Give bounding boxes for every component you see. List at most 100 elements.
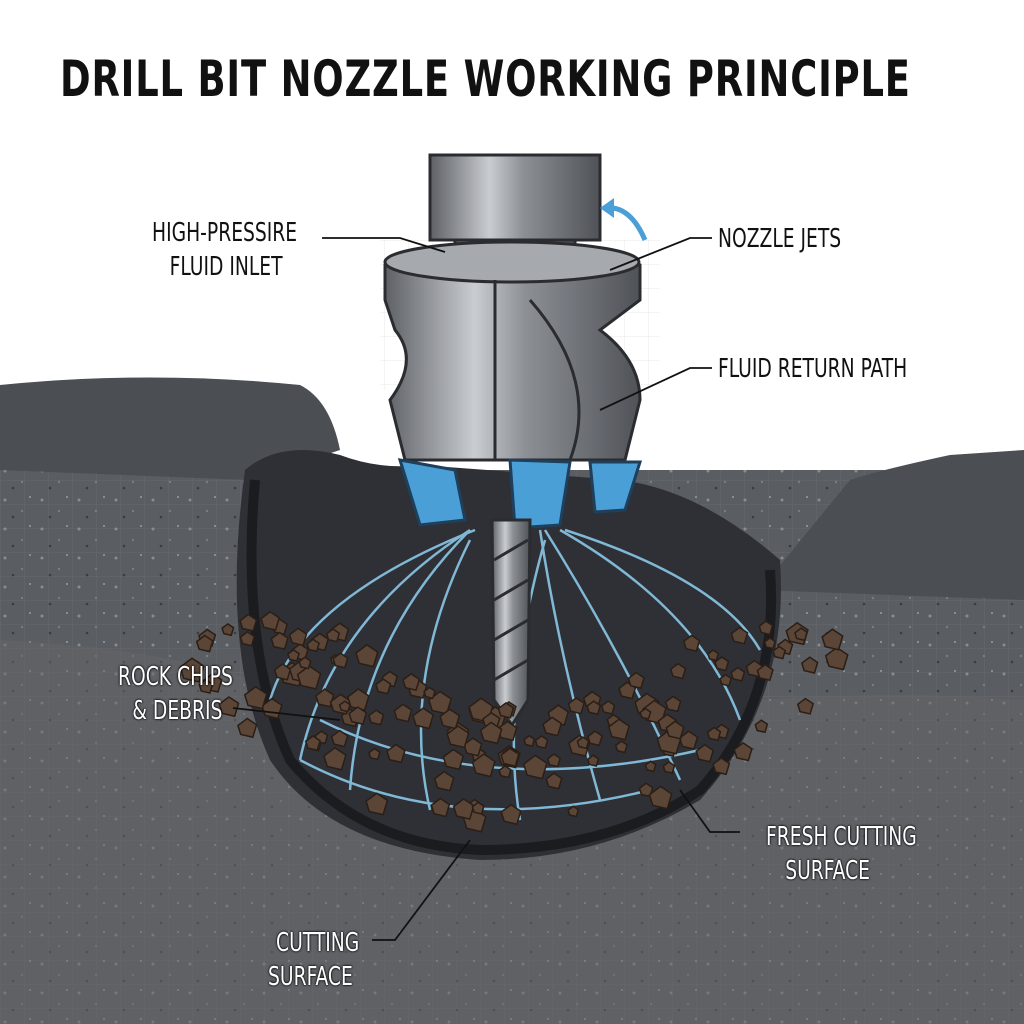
label-rock-chips: ROCK CHIPS & DEBRIS [118,660,233,728]
rock-chip [304,735,321,752]
drill-bit [490,518,532,728]
rock-chip [545,772,563,790]
rock-chip [402,672,421,692]
rock-chip [287,648,300,662]
rock-chip [627,671,645,690]
rock-chip [639,707,652,720]
rock-chip [758,620,774,636]
rock-chip [586,754,600,767]
rock-chip [298,656,312,670]
rock-chip [498,764,512,779]
rock-chip [221,623,235,637]
rock-chip [500,747,520,767]
rock-chip [218,696,240,718]
rock-chip [567,805,580,818]
leader-lines [232,237,740,941]
rock-chip [430,797,451,818]
rock-chip [644,760,657,773]
label-fluid-return-path: FLUID RETURN PATH [718,354,908,384]
rock-chip [586,700,602,716]
rock-chip [682,634,701,652]
rock-chip [600,700,616,715]
rock-chip [273,663,292,681]
rock-chip [452,798,475,820]
rock-chip [665,720,685,740]
rock-chip [614,740,628,754]
rock-chip [306,638,320,653]
rock-chip [325,628,341,643]
rock-chip [546,753,562,768]
rock-chip [534,735,549,749]
rock-chip [198,678,214,694]
label-fresh-line2: SURFACE [785,856,870,886]
rock-chip [712,757,731,776]
rock-upper-right [760,450,1024,600]
rock-chip [662,761,676,774]
rock-upper-left [0,377,340,480]
rock-chip [587,730,603,747]
rock-chip [195,634,214,653]
label-fluid-inlet-line2: FLUID INLET [169,252,283,282]
rock-chip [386,743,406,764]
rock-chip [288,627,308,647]
rock-chip [237,717,258,739]
rock-chip [706,726,722,742]
rock-chip [497,701,515,719]
rock-chip [355,643,379,668]
rock-chip [330,729,349,748]
rock-chip [433,770,455,792]
rock-chip [800,656,819,674]
label-fluid-inlet: HIGH-PRESSIRE FLUID INLET [152,216,297,284]
rock-chip [368,747,381,761]
rock-chip [323,746,347,771]
rock-chip [648,785,673,810]
rock-chip [412,707,435,730]
rock-chip [730,666,746,682]
rock-chip [338,700,351,713]
rock-chip [368,709,385,726]
rock-chip [471,801,485,815]
label-cutting-surface: CUTTING SURFACE [268,926,359,994]
rock-chip [296,665,322,690]
rock-chip [239,613,258,632]
rock-chips [179,610,849,833]
rock-chip [500,803,522,826]
rock-chip [471,753,496,778]
rock-chip [542,716,563,737]
rock-chip [707,649,720,662]
label-fresh-cutting-surface: FRESH CUTTING SURFACE [766,820,917,888]
rock-chip [179,657,205,683]
rock-chip [607,718,631,741]
rock-chip [365,792,389,816]
rock-chip [375,678,392,695]
rock-chip [695,743,715,763]
nozzle-blocks [397,458,643,530]
rock-chip [576,736,590,750]
label-rock-chips-line2: & DEBRIS [132,696,223,726]
page-title: DRILL BIT NOZZLE WORKING PRINCIPLE [60,50,911,108]
rock-chip [669,662,687,680]
label-rock-chips-line1: ROCK CHIPS [118,662,233,692]
rock-chip [719,673,733,687]
rock-chip [733,741,753,762]
rock-chip [567,697,585,715]
rock-chip [794,627,808,642]
rock-chip [523,734,536,747]
rock-chip [260,610,281,631]
rock-chip [772,645,787,660]
rock-chip [664,695,682,713]
rock-chip [239,630,256,647]
rock-chip [439,708,461,730]
rock-chip [796,697,815,715]
rock-chip [714,656,730,672]
rock-chip [393,703,413,723]
rock-chip [824,646,849,671]
rock-chip [446,725,470,749]
rock-chip [243,685,268,710]
rock-chip [522,754,548,780]
rock-chip [270,631,289,650]
label-fresh-line1: FRESH CUTTING [766,822,917,852]
drill-head [383,251,642,462]
